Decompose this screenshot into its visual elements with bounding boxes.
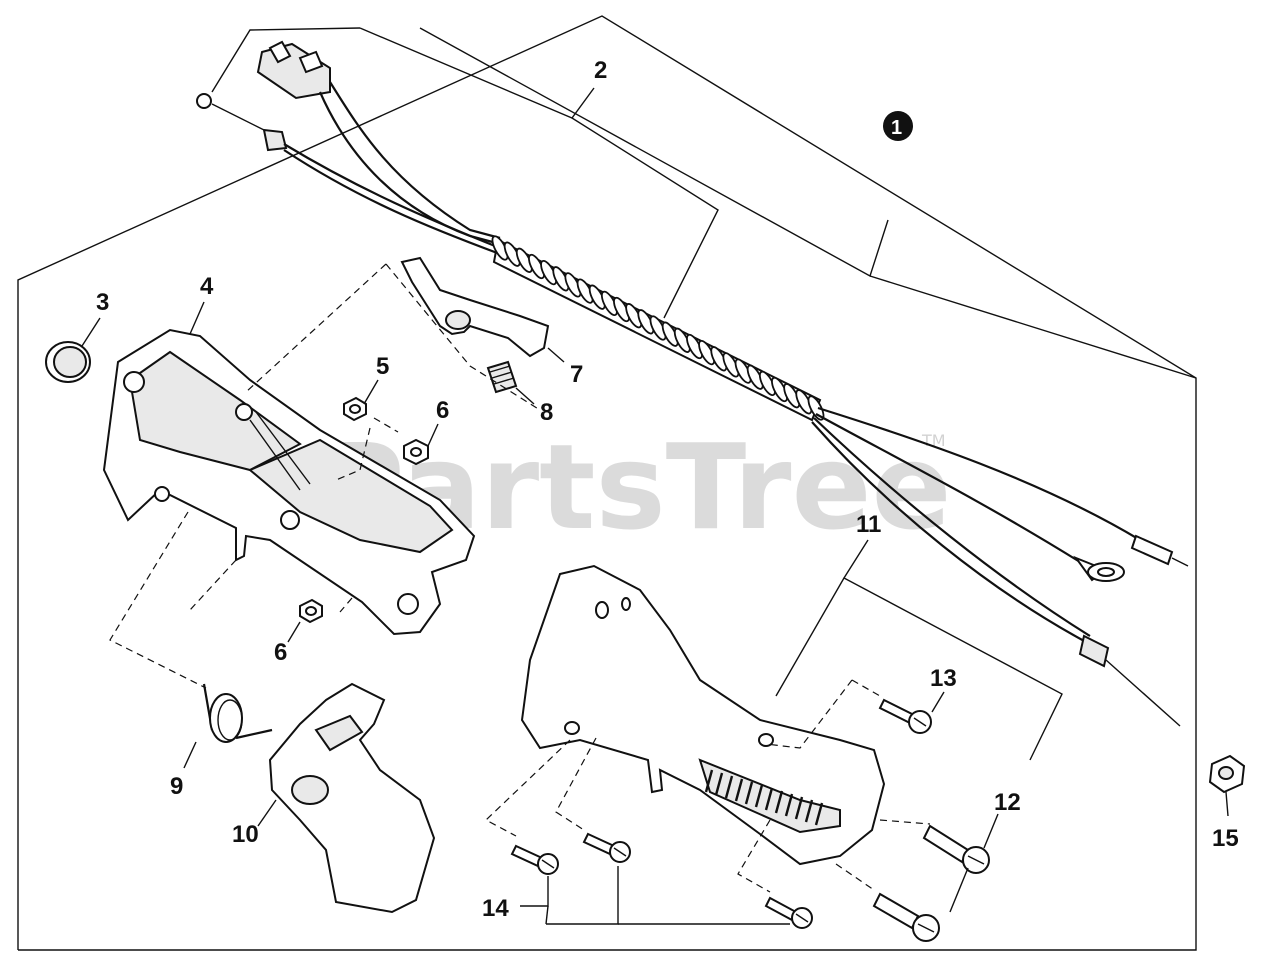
callout-12: 12 — [994, 789, 1021, 816]
assembly-outline — [17, 15, 1197, 951]
part-screw-14-c[interactable] — [764, 896, 813, 929]
spring-coil — [807, 395, 825, 421]
part-screw-12-lower[interactable] — [872, 892, 940, 942]
part-nut-6-upper[interactable] — [403, 438, 429, 466]
part-screw-14-b[interactable] — [582, 832, 631, 863]
grip-rib — [814, 802, 824, 826]
part-torsion-spring[interactable] — [202, 683, 273, 743]
callout-10: 10 — [232, 821, 259, 848]
part-screw-12-upper[interactable] — [922, 824, 990, 874]
grip-rib — [754, 784, 764, 808]
grip-rib — [804, 799, 814, 823]
callout-6-upper: 6 — [436, 397, 449, 424]
part-screw-14-a[interactable] — [510, 844, 559, 875]
grip-ribs — [704, 769, 824, 826]
callout-2: 2 — [594, 57, 607, 84]
callout-1: 1 — [891, 117, 902, 139]
callout-9: 9 — [170, 773, 183, 800]
callout-3: 3 — [96, 289, 109, 316]
callout-5: 5 — [376, 353, 389, 380]
part-nut-15[interactable] — [1208, 754, 1246, 794]
grip-rib — [704, 769, 714, 793]
callout-14: 14 — [482, 895, 509, 922]
callout-7: 7 — [570, 361, 583, 388]
part-nut-5[interactable] — [343, 396, 367, 422]
grip-rib — [764, 787, 774, 811]
callout-1-badge — [883, 111, 913, 141]
part-handle-left[interactable] — [102, 328, 476, 636]
leader-lines — [81, 27, 1229, 925]
grip-rib — [724, 775, 734, 799]
assembly-dashes — [109, 263, 931, 893]
part-nut-6-lower[interactable] — [299, 598, 323, 624]
grip-rib — [774, 790, 784, 814]
part-cap[interactable] — [45, 341, 91, 383]
grip-rib — [734, 778, 744, 802]
part-handle-right[interactable] — [520, 564, 886, 866]
callout-11: 11 — [856, 511, 881, 538]
callout-8: 8 — [540, 399, 553, 426]
grip-rib — [714, 772, 724, 796]
grip-rib — [794, 796, 804, 820]
grip-rib — [744, 781, 754, 805]
part-lever[interactable] — [400, 256, 550, 358]
part-throttle-trigger[interactable] — [268, 682, 436, 914]
part-spring-8[interactable] — [486, 360, 518, 394]
callout-15: 15 — [1212, 825, 1239, 852]
callout-6-lower: 6 — [274, 639, 287, 666]
spring-sleeve-coils — [491, 235, 825, 421]
callout-4: 4 — [200, 273, 214, 300]
part-control-cable[interactable] — [196, 40, 1189, 727]
grip-rib — [784, 793, 794, 817]
callout-13: 13 — [930, 665, 957, 692]
callout-labels: 1 2 3 4 5 6 7 8 6 9 10 11 12 13 14 15 — [96, 57, 1239, 922]
part-screw-13[interactable] — [878, 698, 932, 734]
